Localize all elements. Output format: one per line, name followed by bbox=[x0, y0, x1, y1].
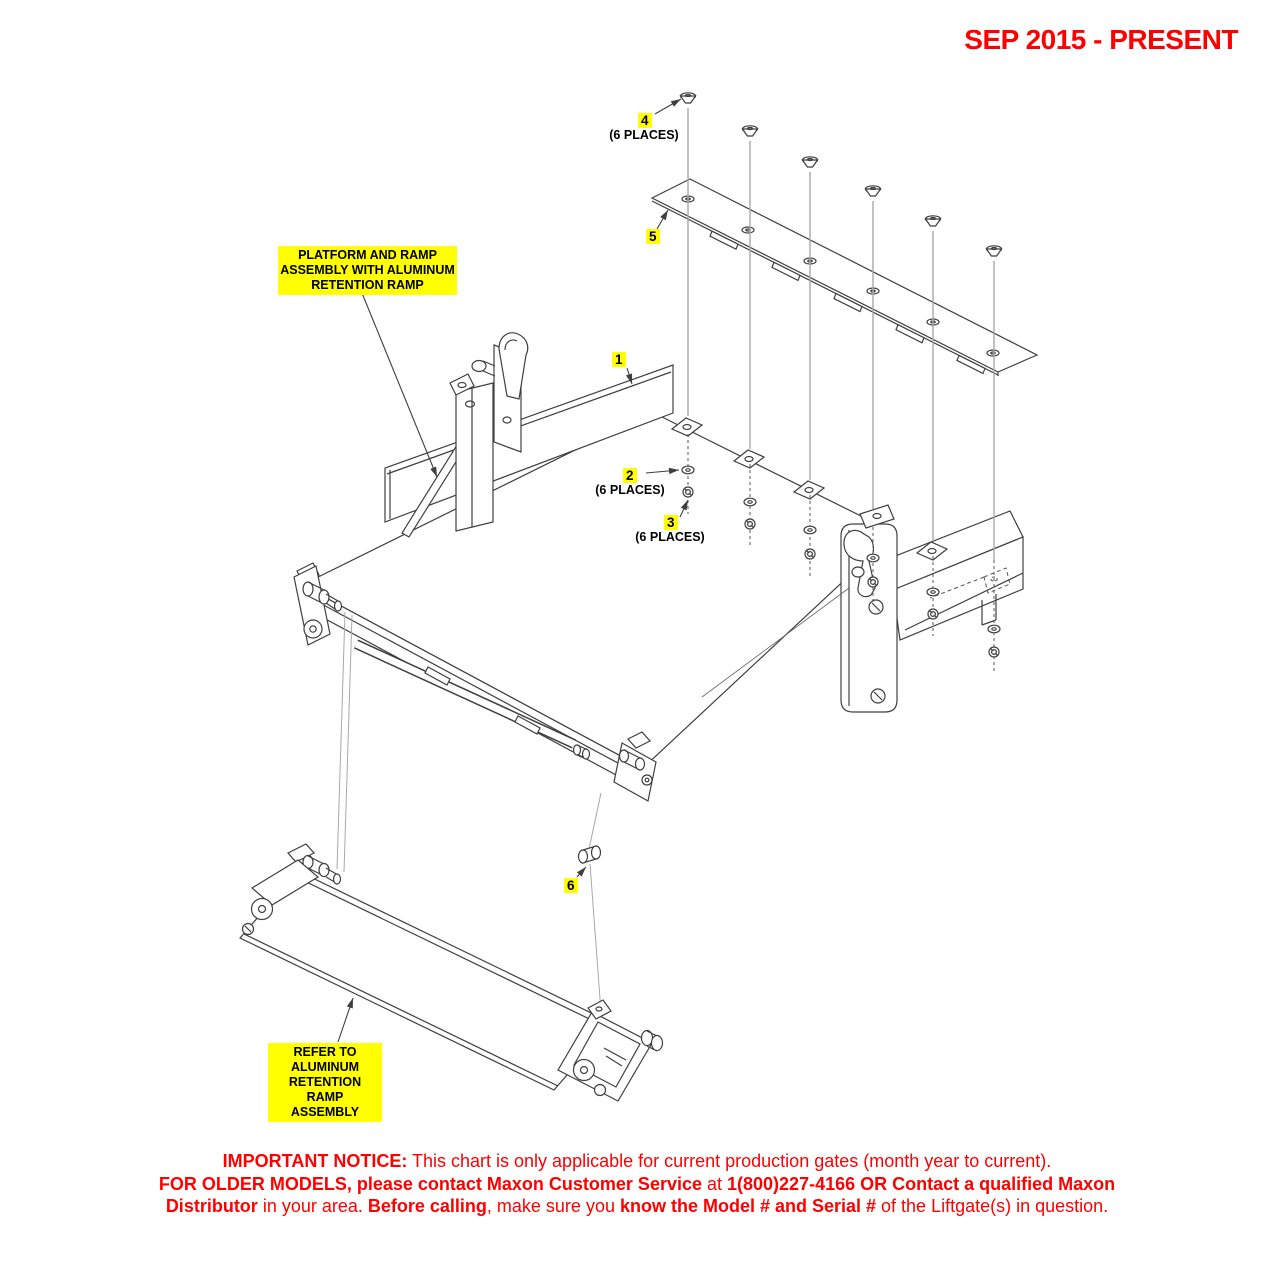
date-range-title: SEP 2015 - PRESENT bbox=[964, 24, 1238, 55]
notice-line: FOR OLDER MODELS, please contact Maxon C… bbox=[158, 1173, 1116, 1194]
callout-4-number: 4 bbox=[638, 113, 652, 128]
label-line: ALUMINUM bbox=[290, 1060, 360, 1074]
callout-6-number: 6 bbox=[564, 878, 578, 893]
callout-5-number: 5 bbox=[646, 229, 660, 244]
callout-2-number: 2 bbox=[623, 468, 637, 483]
callout-4-places-note: (6 PLACES) bbox=[609, 128, 679, 142]
label-line: REFER TO bbox=[293, 1045, 357, 1059]
label-line: ASSEMBLY bbox=[290, 1105, 360, 1119]
label-line: PLATFORM AND RAMP bbox=[298, 248, 437, 262]
callout-1-number: 1 bbox=[612, 352, 626, 367]
callout-3-places-note: (6 PLACES) bbox=[635, 530, 705, 544]
label-line: RETENTION RAMP bbox=[311, 278, 424, 292]
notice-line: IMPORTANT NOTICE: This chart is only app… bbox=[222, 1151, 1052, 1171]
label-line: ASSEMBLY WITH ALUMINUM bbox=[280, 263, 455, 277]
important-notice: IMPORTANT NOTICE: This chart is only app… bbox=[0, 1150, 1274, 1218]
callout-3-number: 3 bbox=[664, 515, 678, 530]
label-line: RETENTION RAMP bbox=[288, 1075, 362, 1104]
notice-line: Distributor in your area. Before calling… bbox=[165, 1196, 1109, 1216]
callout-2-places-note: (6 PLACES) bbox=[595, 483, 665, 497]
